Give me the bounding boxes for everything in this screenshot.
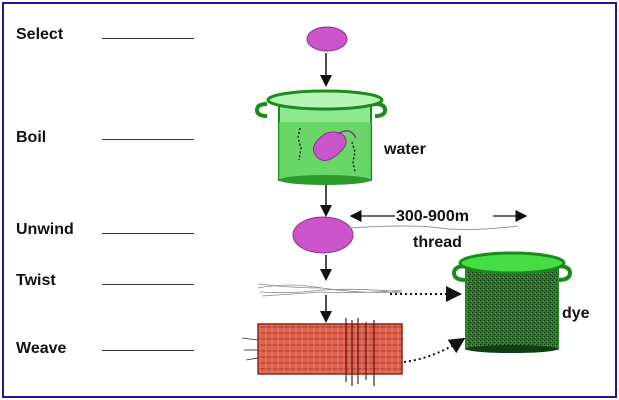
step-label-twist: Twist bbox=[16, 272, 56, 289]
dye-annotation: dye bbox=[562, 305, 590, 322]
step-label-boil: Boil bbox=[16, 129, 47, 146]
step-rule-boil bbox=[102, 139, 194, 140]
water-annotation: water bbox=[383, 141, 426, 158]
step-rule-unwind bbox=[102, 233, 194, 234]
step-rule-twist bbox=[102, 284, 194, 285]
woven-fabric-icon bbox=[241, 318, 403, 386]
step-label-select: Select bbox=[16, 26, 64, 43]
step-rule-weave bbox=[102, 350, 194, 351]
weave-to-dye-arrow bbox=[403, 337, 466, 363]
boiling-pot-icon bbox=[254, 89, 388, 185]
length-annotation: 300-900m bbox=[396, 208, 469, 225]
cocoon-unwind-icon bbox=[292, 216, 354, 254]
cocoon-select-icon bbox=[306, 26, 348, 52]
step-label-weave: Weave bbox=[16, 340, 67, 357]
step-label-unwind: Unwind bbox=[16, 221, 74, 238]
step-rule-select bbox=[102, 38, 194, 39]
thread-annotation: thread bbox=[413, 234, 462, 251]
unwound-thread bbox=[349, 225, 519, 231]
dye-pot-icon bbox=[451, 251, 573, 353]
twisted-fibres bbox=[257, 283, 403, 297]
